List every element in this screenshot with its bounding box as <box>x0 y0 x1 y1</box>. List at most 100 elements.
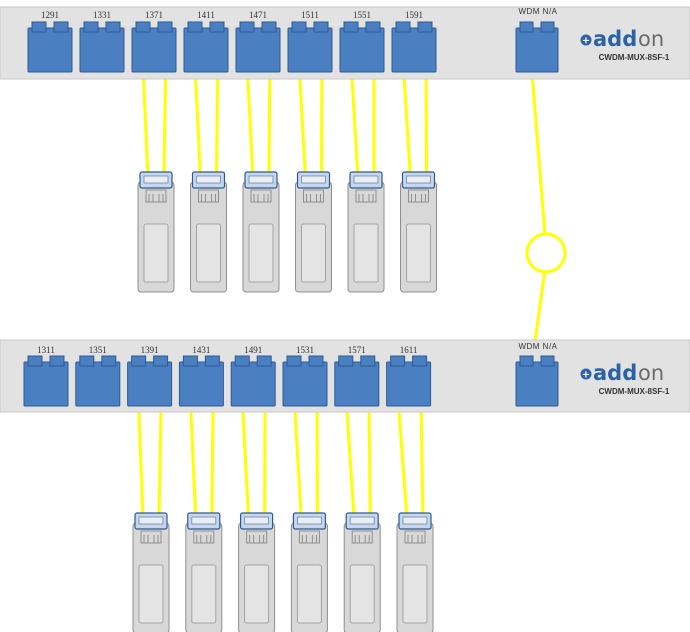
logo-plus-badge <box>580 34 592 46</box>
port-body <box>386 361 432 407</box>
logo-text-on: on <box>638 27 664 51</box>
port-lc-left <box>239 21 255 33</box>
port-1331[interactable] <box>79 21 125 73</box>
port-1411[interactable] <box>183 21 229 73</box>
common-port-body <box>515 361 559 407</box>
port-lc-right <box>261 21 277 33</box>
port-lc-right <box>157 21 173 33</box>
port-1531[interactable] <box>282 355 328 407</box>
port-label: 1311 <box>37 345 55 355</box>
port-label: 1551 <box>353 10 371 20</box>
port-1371[interactable] <box>131 21 177 73</box>
sfp-latch-teeth <box>196 535 212 543</box>
sfp-port-window <box>138 516 164 525</box>
sfp-port-window <box>349 516 375 525</box>
port-lc-left <box>286 355 302 367</box>
common-port-lc-left <box>519 355 534 367</box>
port-1291[interactable] <box>27 21 73 73</box>
sfp-port-window <box>244 516 270 525</box>
port-body <box>183 27 229 73</box>
port-lc-right <box>204 355 220 367</box>
port-1511[interactable] <box>287 21 333 73</box>
port-1571[interactable] <box>334 355 380 407</box>
sfp-transceiver <box>396 512 434 632</box>
sfp-latch <box>140 530 162 544</box>
sfp-latch <box>303 189 324 203</box>
port-label: 1431 <box>192 345 210 355</box>
port-lc-left <box>395 21 411 33</box>
common-port-bottom[interactable] <box>515 355 559 407</box>
sfp-latch <box>193 530 215 544</box>
port-lc-right <box>412 355 428 367</box>
sfp-port-window <box>196 175 221 184</box>
port-lc-right <box>153 355 169 367</box>
sfp-latch-teeth <box>306 194 321 202</box>
sfp-port-window <box>296 516 322 525</box>
port-label: 1371 <box>145 10 163 20</box>
sfp-latch-teeth <box>354 535 370 543</box>
port-1351[interactable] <box>75 355 121 407</box>
port-lc-right <box>308 355 324 367</box>
sfp-latch <box>250 189 272 203</box>
sfp-label-panel <box>301 223 326 283</box>
model-label: CWDM-MUX-8SF-1 <box>599 387 670 396</box>
port-label: 1531 <box>296 345 314 355</box>
port-lc-left <box>390 355 406 367</box>
sfp-label-panel <box>406 223 431 283</box>
sfp-latch-teeth <box>411 194 426 202</box>
port-lc-left <box>338 355 354 367</box>
port-1311[interactable] <box>23 355 69 407</box>
sfp-latch-teeth <box>301 535 317 543</box>
logo-text-add: add <box>593 361 637 385</box>
port-lc-right <box>313 21 329 33</box>
sfp-label-panel <box>143 223 169 283</box>
sfp-latch-teeth <box>407 535 423 543</box>
sfp-transceiver <box>185 512 223 632</box>
port-lc-right <box>105 21 121 33</box>
port-lc-left <box>27 355 43 367</box>
sfp-transceiver <box>295 171 332 293</box>
sfp-transceiver <box>242 171 280 293</box>
port-label: 1391 <box>141 345 159 355</box>
port-lc-left <box>343 21 359 33</box>
fiber-loop <box>525 232 567 274</box>
sfp-transceiver <box>290 512 328 632</box>
port-1611[interactable] <box>386 355 432 407</box>
sfp-port-window <box>402 516 428 525</box>
sfp-label-panel <box>296 564 322 624</box>
port-body <box>235 27 281 73</box>
port-label: 1331 <box>93 10 111 20</box>
port-1591[interactable] <box>391 21 437 73</box>
sfp-label-panel <box>244 564 270 624</box>
port-label: 1611 <box>400 345 418 355</box>
port-body <box>23 361 69 407</box>
port-body <box>27 27 73 73</box>
port-body <box>230 361 276 407</box>
port-lc-right <box>49 355 65 367</box>
common-port-lc-right <box>540 21 555 33</box>
trunk-fiber <box>529 59 547 371</box>
sfp-latch <box>198 189 219 203</box>
port-label: 1571 <box>348 345 366 355</box>
port-body <box>127 361 173 407</box>
port-1471[interactable] <box>235 21 281 73</box>
common-port-top[interactable] <box>515 21 559 73</box>
sfp-latch-teeth <box>148 194 164 202</box>
logo-plus-mark: + <box>582 36 590 47</box>
port-1431[interactable] <box>178 355 224 407</box>
port-lc-left <box>79 355 95 367</box>
port-body <box>339 27 385 73</box>
common-port-label: WDM N/A <box>518 7 557 16</box>
sfp-latch <box>298 530 320 544</box>
sfp-latch-teeth <box>201 194 216 202</box>
port-label: 1511 <box>301 10 319 20</box>
port-1551[interactable] <box>339 21 385 73</box>
port-1491[interactable] <box>230 355 276 407</box>
sfp-port-window <box>143 175 169 184</box>
port-1391[interactable] <box>127 355 173 407</box>
sfp-label-panel <box>191 564 217 624</box>
transceiver-layer <box>132 171 437 632</box>
sfp-latch <box>404 530 426 544</box>
